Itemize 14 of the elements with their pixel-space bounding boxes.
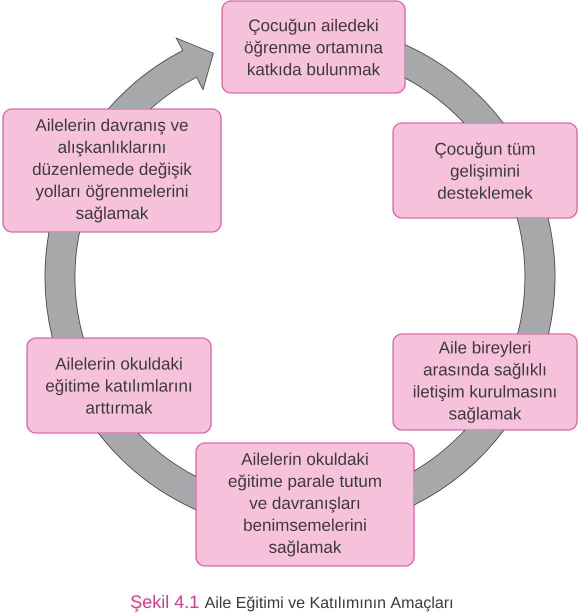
figure-caption: Aile Eğitimi ve Katılımının Amaçları	[204, 596, 452, 612]
rounded-box: Ailelerin davranış ve alışkanlıklarını düzenlemede değişik yolları öğrenmelerini sağlamak	[2, 108, 222, 233]
curved-band	[414, 430, 504, 506]
figure-number: Şekil 4.1	[131, 594, 198, 612]
curved-band	[516, 218, 556, 334]
rounded-box: Çocuğun tüm gelişimini desteklemek	[392, 122, 578, 219]
rounded-box: Ailelerin okuldaki eğitime parale tutum ve davranışları benimsemelerini sağlamak	[195, 442, 415, 567]
curved-band	[404, 44, 504, 124]
curved-band	[98, 432, 196, 510]
rounded-box: Çocuğun ailedeki öğrenme ortamına katkıda bulunmak	[221, 0, 406, 94]
rounded-box: Ailelerin okuldaki eğitime katılımlarını arttırmak	[26, 337, 212, 434]
curved-arrow	[108, 38, 214, 110]
rounded-box: Aile bireyleri arasında sağlıklı iletişim kurulmasını sağlamak	[392, 333, 578, 431]
curved-band	[44, 232, 84, 338]
